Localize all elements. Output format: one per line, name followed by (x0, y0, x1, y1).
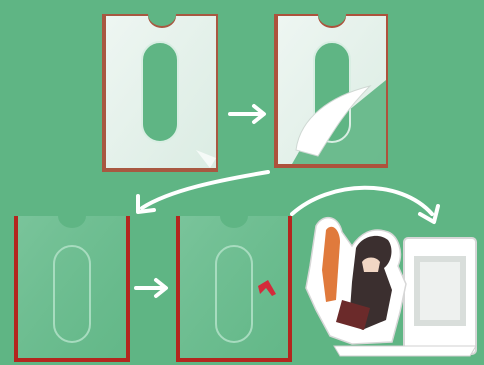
curved-arrow-icon (138, 172, 268, 212)
panel-step-1 (102, 14, 218, 172)
panel-step-5 (306, 218, 476, 356)
panel-step-2 (274, 14, 388, 168)
straight-arrow-icon (230, 106, 264, 122)
panel-step-3 (14, 216, 130, 362)
curved-arrow-icon (292, 188, 438, 222)
panel-step-4 (176, 216, 292, 362)
straight-arrow-icon (136, 280, 166, 296)
